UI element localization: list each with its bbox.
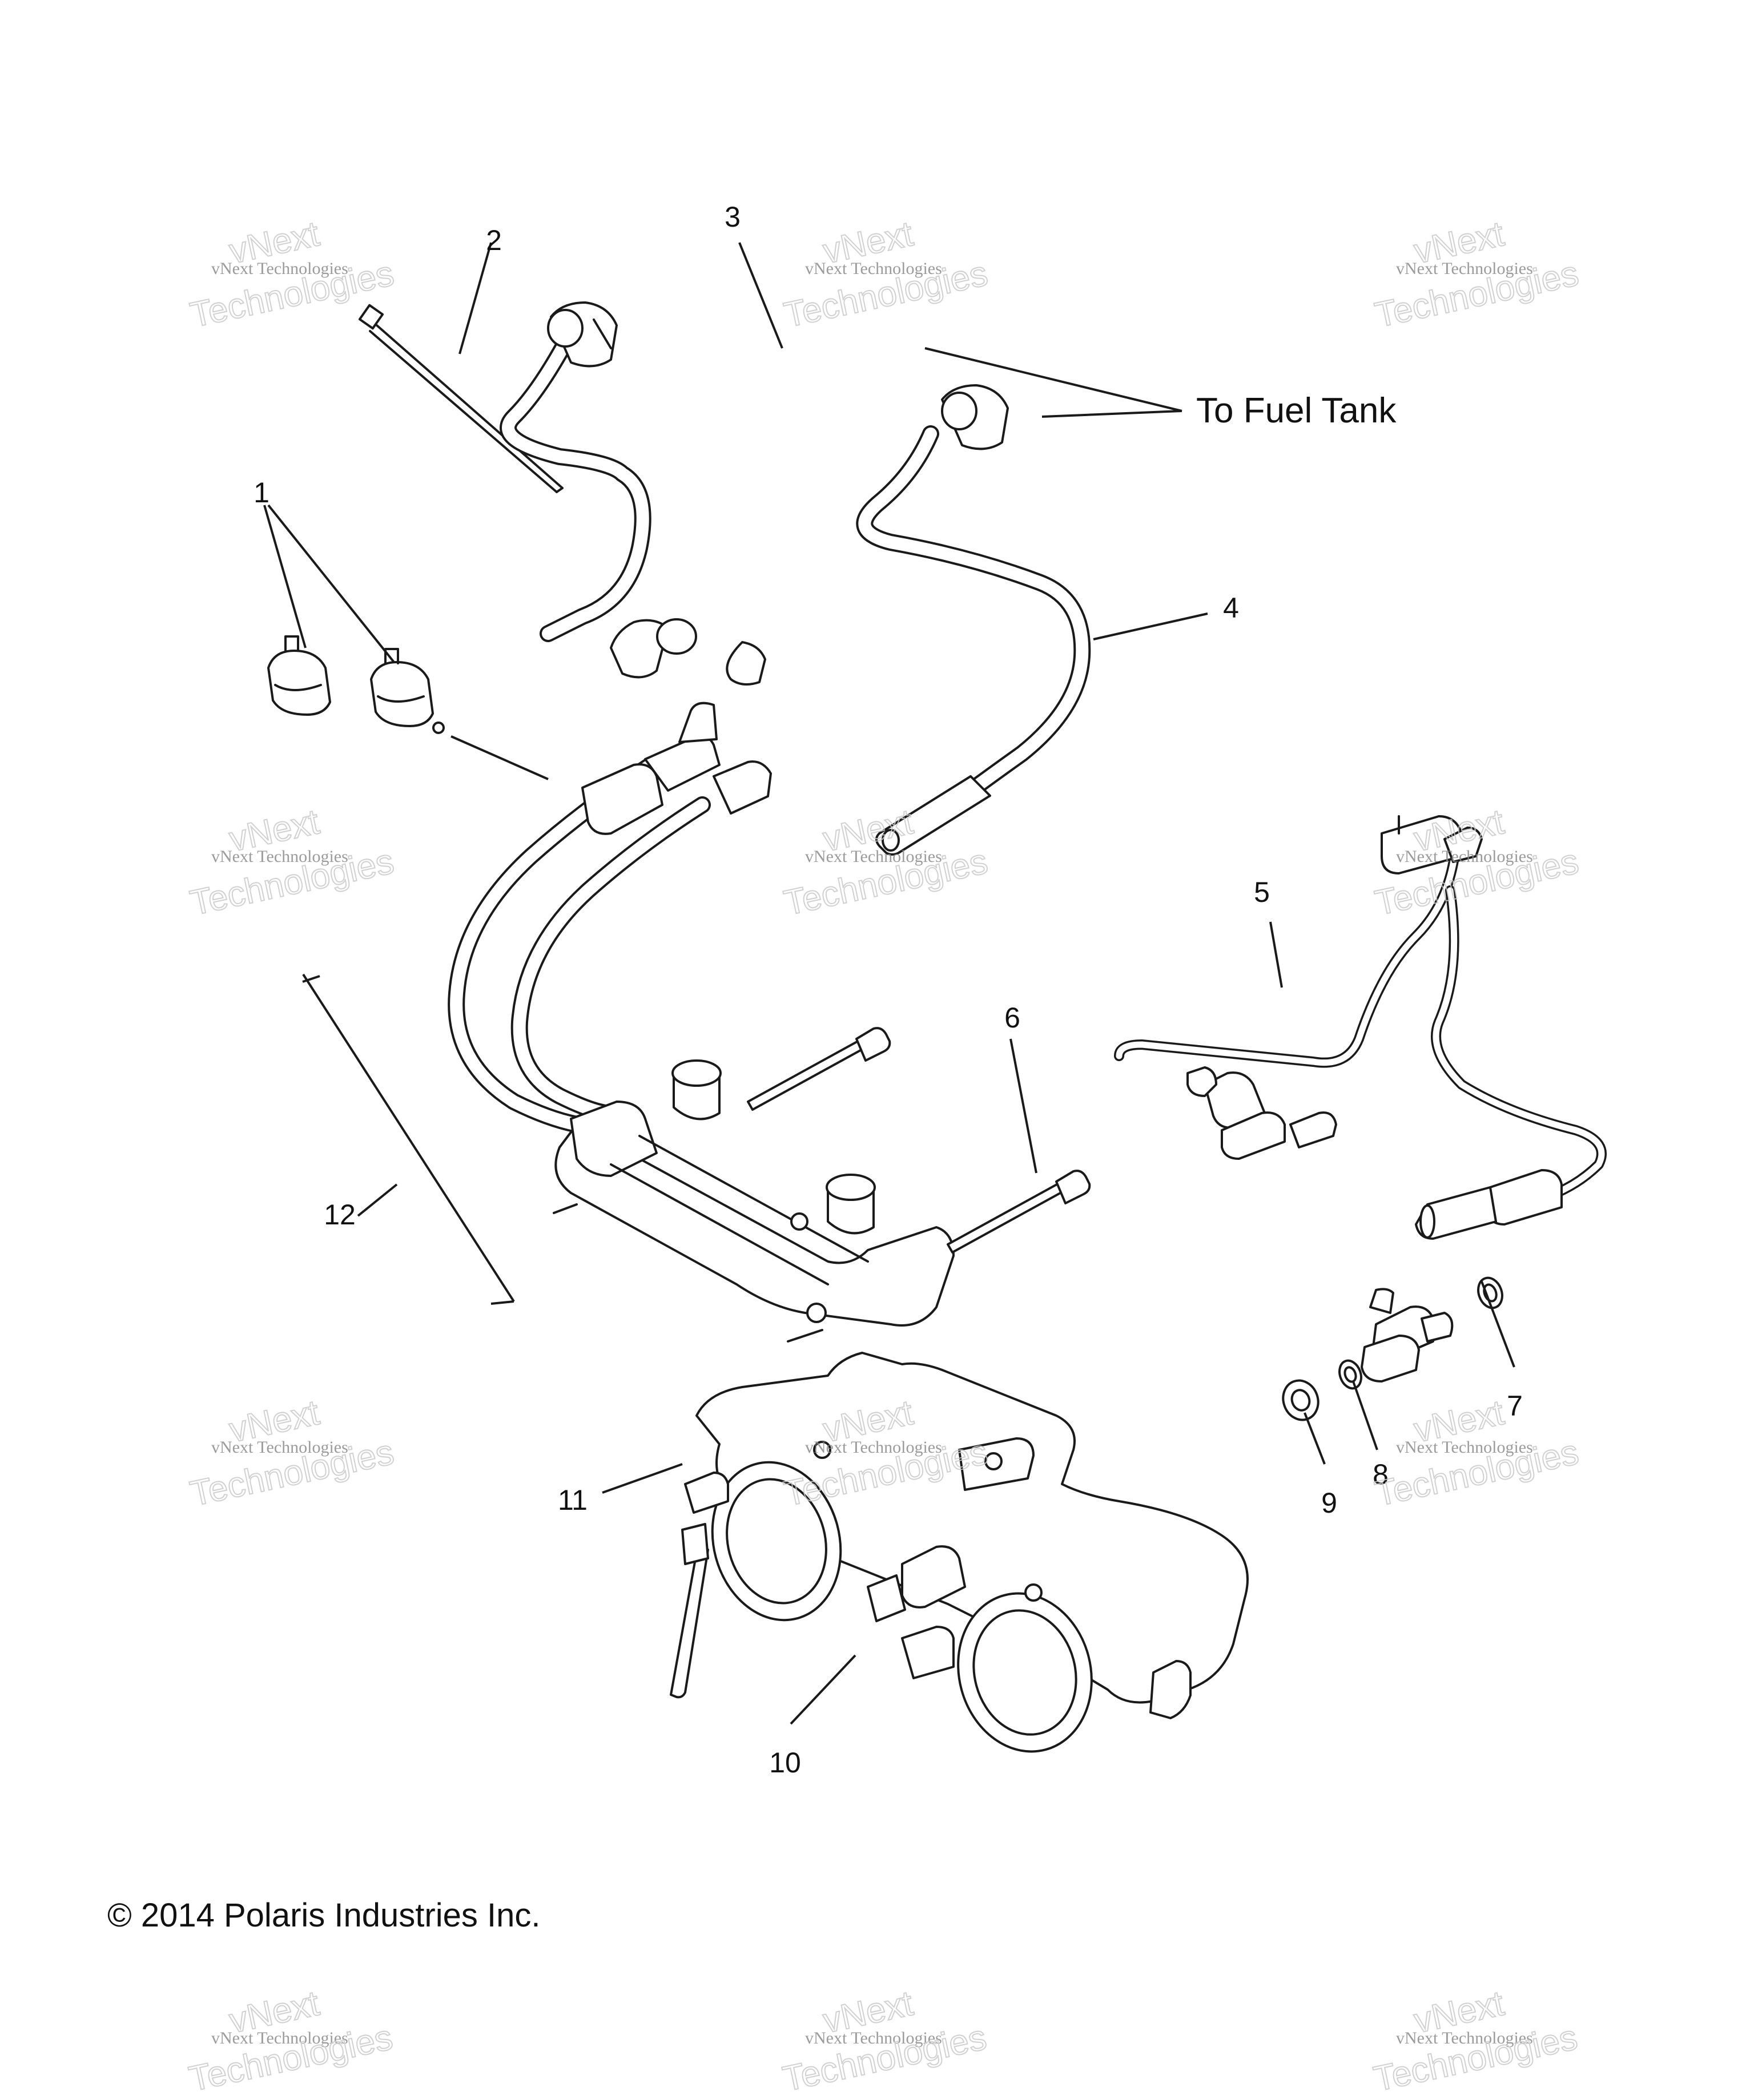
callout-labels: 1 2 3 4 5 6 7 8 9 10 11 12 To Fuel Tank … — [107, 201, 1523, 1934]
part-fuel-hose-4 — [856, 384, 1091, 856]
callout-8: 8 — [1373, 1458, 1389, 1490]
svg-text:vNext Technologies: vNext Technologies — [805, 259, 942, 278]
part-injector-harness — [1114, 815, 1607, 1240]
leader-lines — [263, 242, 1515, 1725]
callout-9: 9 — [1321, 1487, 1337, 1519]
svg-text:vNext Technologies: vNext Technologies — [211, 847, 348, 866]
callout-7: 7 — [1507, 1390, 1523, 1422]
watermark: vNext vNext Technologies Technologies — [1371, 1392, 1582, 1514]
watermark: vNext vNext Technologies Technologies — [185, 1983, 396, 2099]
watermark: vNext vNext Technologies Technologies — [779, 1983, 990, 2099]
watermark: vNext vNext Technologies Technologies — [186, 1392, 397, 1514]
svg-text:vNext Technologies: vNext Technologies — [211, 2029, 348, 2047]
callout-4: 4 — [1223, 592, 1239, 624]
watermark: vNext vNext Technologies Technologies — [780, 801, 991, 924]
svg-text:vNext Technologies: vNext Technologies — [1396, 2029, 1533, 2047]
callout-3: 3 — [725, 201, 741, 233]
to-fuel-tank-label: To Fuel Tank — [1196, 391, 1397, 430]
svg-text:vNext Technologies: vNext Technologies — [805, 1438, 942, 1457]
watermark: vNext vNext Technologies Technologies — [186, 801, 397, 924]
svg-text:vNext Technologies: vNext Technologies — [1396, 259, 1533, 278]
callout-2: 2 — [486, 224, 502, 256]
watermark: vNext vNext Technologies Technologies — [1370, 1983, 1581, 2099]
callout-12: 12 — [324, 1199, 356, 1231]
svg-text:vNext Technologies: vNext Technologies — [805, 2029, 942, 2047]
part-fuel-hose-3 — [500, 301, 766, 686]
copyright-notice: © 2014 Polaris Industries Inc. — [107, 1897, 540, 1934]
callout-5: 5 — [1254, 876, 1270, 908]
part-bolts — [747, 1027, 1091, 1253]
part-throttle-body — [670, 1352, 1249, 1753]
svg-text:vNext Technologies: vNext Technologies — [211, 1438, 348, 1457]
callout-10: 10 — [769, 1747, 801, 1779]
svg-text:vNext Technologies: vNext Technologies — [1396, 847, 1533, 866]
watermark: vNext vNext Technologies Technologies — [1371, 213, 1582, 336]
part-hose-clamps — [267, 635, 445, 734]
part-cable-tie — [358, 304, 564, 493]
callout-6: 6 — [1004, 1002, 1020, 1034]
svg-text:vNext Technologies: vNext Technologies — [805, 847, 942, 866]
svg-text:vNext Technologies: vNext Technologies — [1396, 1438, 1533, 1457]
watermark: vNext vNext Technologies Technologies — [1371, 801, 1582, 924]
svg-text:vNext Technologies: vNext Technologies — [211, 259, 348, 278]
part-fuel-rail-assembly — [448, 702, 955, 1343]
callout-11: 11 — [558, 1484, 588, 1516]
watermark: vNext vNext Technologies Technologies — [780, 213, 991, 336]
part-injector-and-seals — [1282, 1276, 1503, 1421]
callout-1: 1 — [254, 477, 269, 509]
